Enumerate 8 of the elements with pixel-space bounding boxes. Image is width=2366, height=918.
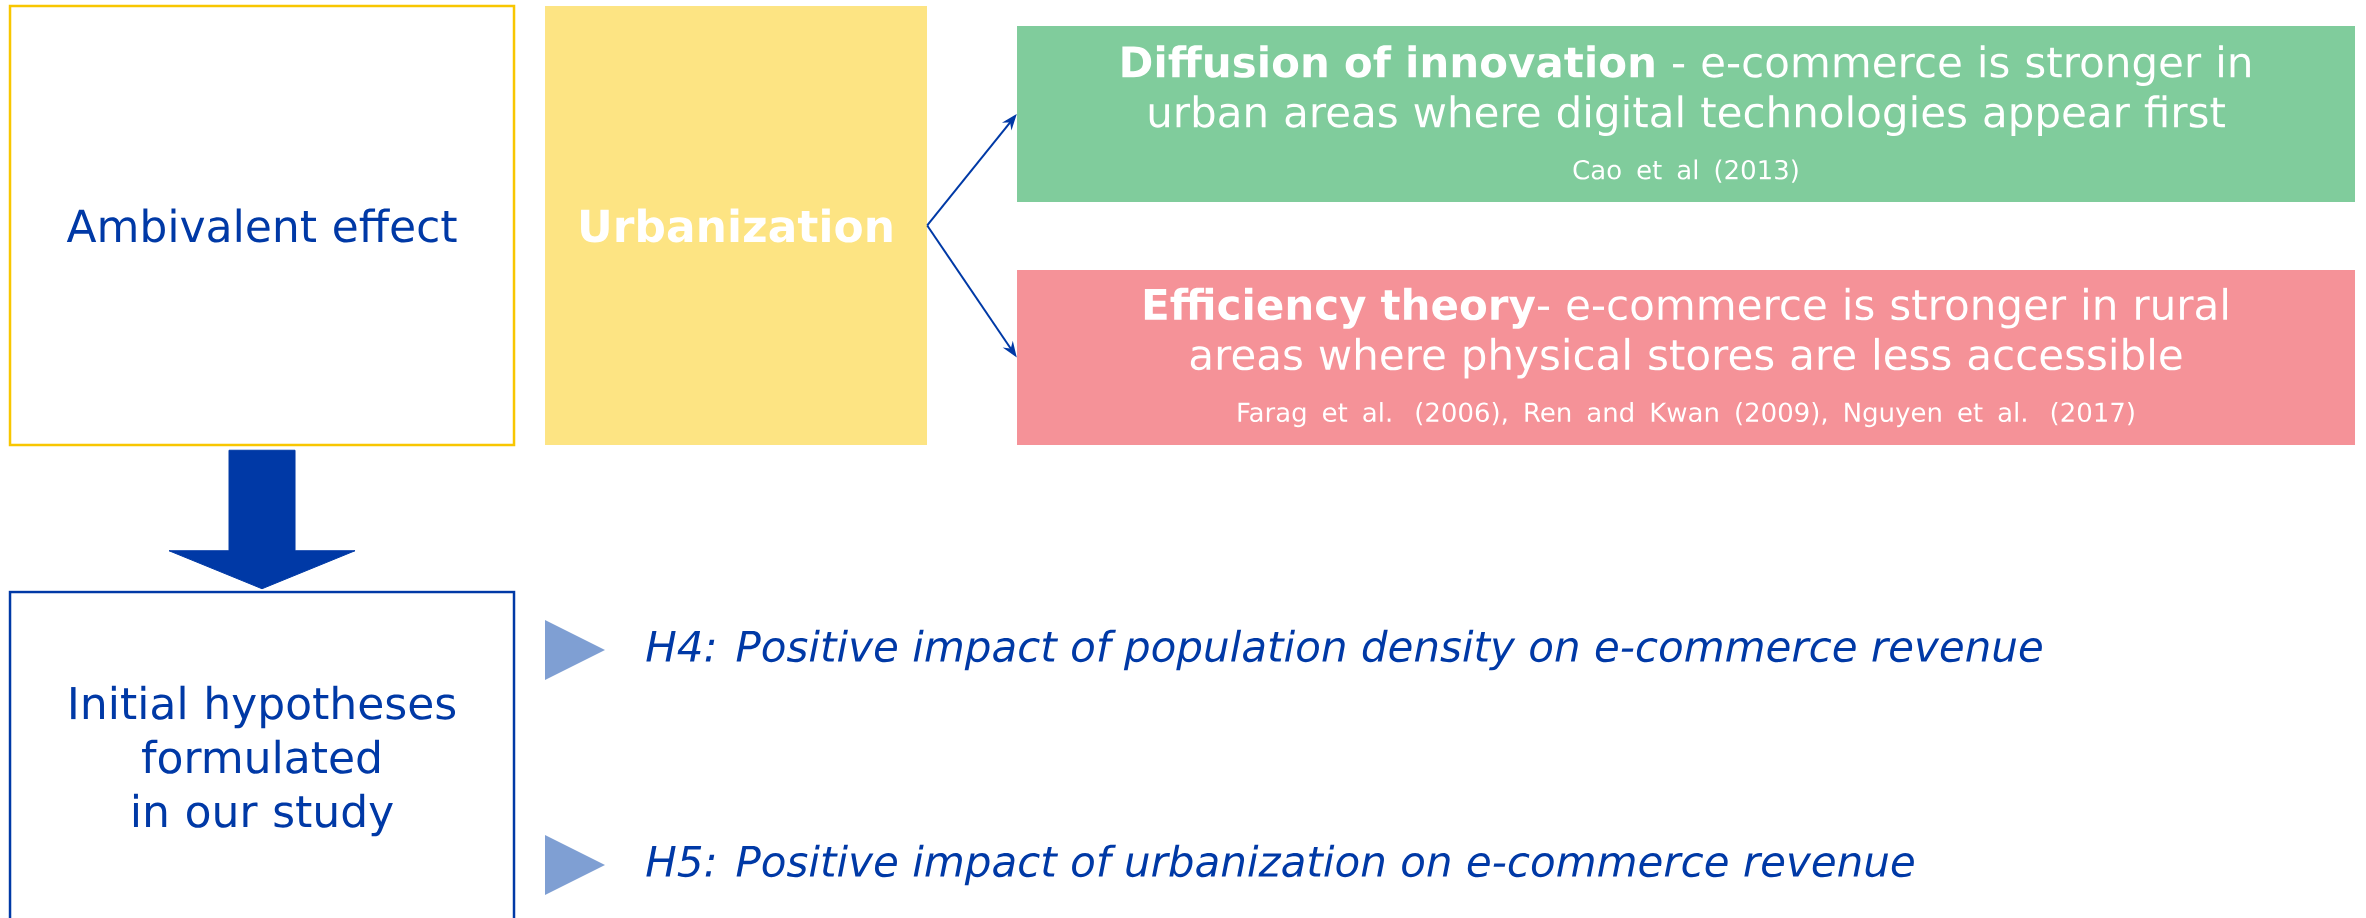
hypothesis-text: H4: Positive impact of population density on e-commerce revenue xyxy=(646,629,2042,671)
theory-box: Diffusion of innovation - e-commerce is stronger in urban areas where digital technologies appear first Cao et al (2013) xyxy=(1017,26,2355,202)
topic-box: Urbanization xyxy=(545,6,927,445)
framed-box: Initial hypotheses formulated in our study xyxy=(8,590,516,918)
framed-box: Ambivalent effect xyxy=(8,4,516,447)
block-arrow xyxy=(168,449,356,590)
theory-box: Efficiency theory- e-commerce is stronger in rural areas where physical stores are less accessible Farag et al. (2006), Ren and Kwan (2009), Nguyen et al. (2017) xyxy=(1017,270,2355,445)
hypothesis-text: H5: Positive impact of urbanization on e-commerce revenue xyxy=(646,844,1914,886)
